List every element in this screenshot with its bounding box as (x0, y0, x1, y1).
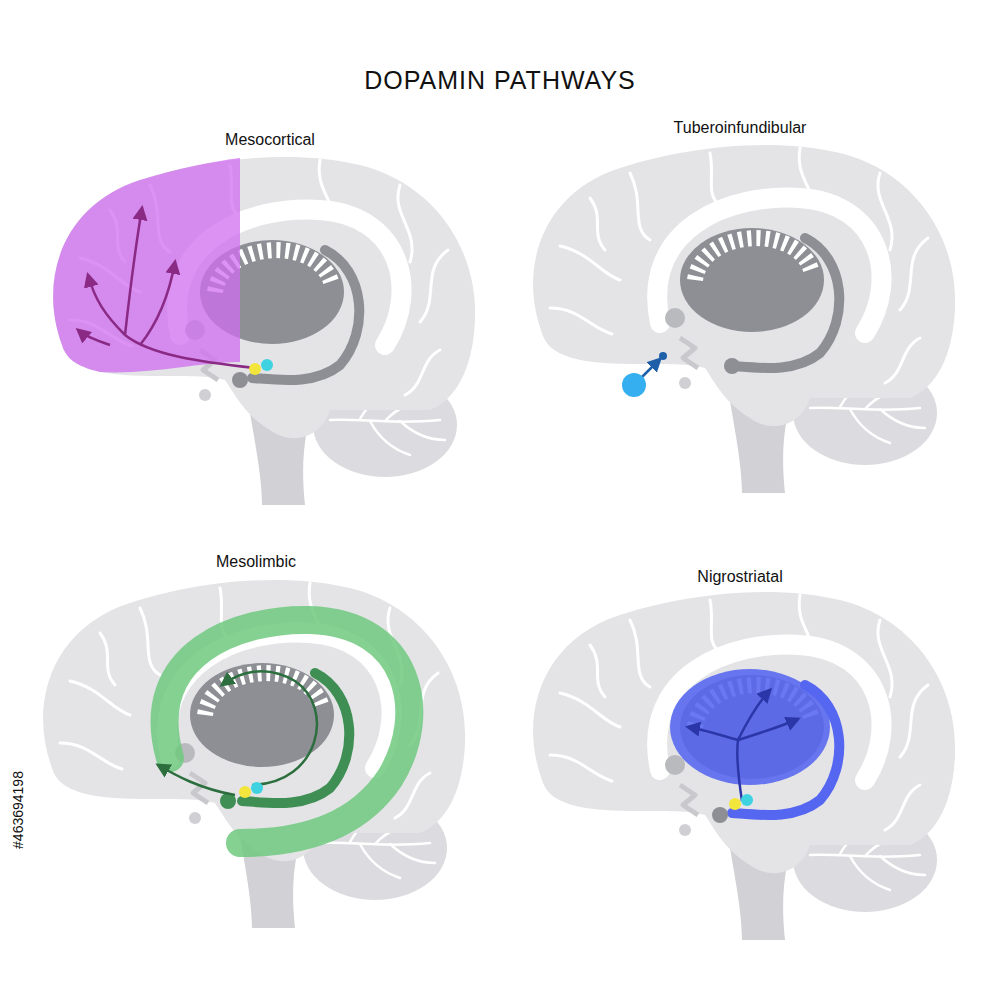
panel-title: Mesocortical (225, 131, 315, 149)
watermark-id: #463694198 (10, 771, 26, 849)
panel-title: Mesolimbic (216, 553, 296, 571)
panel-title: Tuberoinfundibular (674, 119, 807, 137)
diagram-title: DOPAMIN PATHWAYS (364, 66, 636, 95)
panel-title: Nigrostriatal (697, 568, 782, 586)
